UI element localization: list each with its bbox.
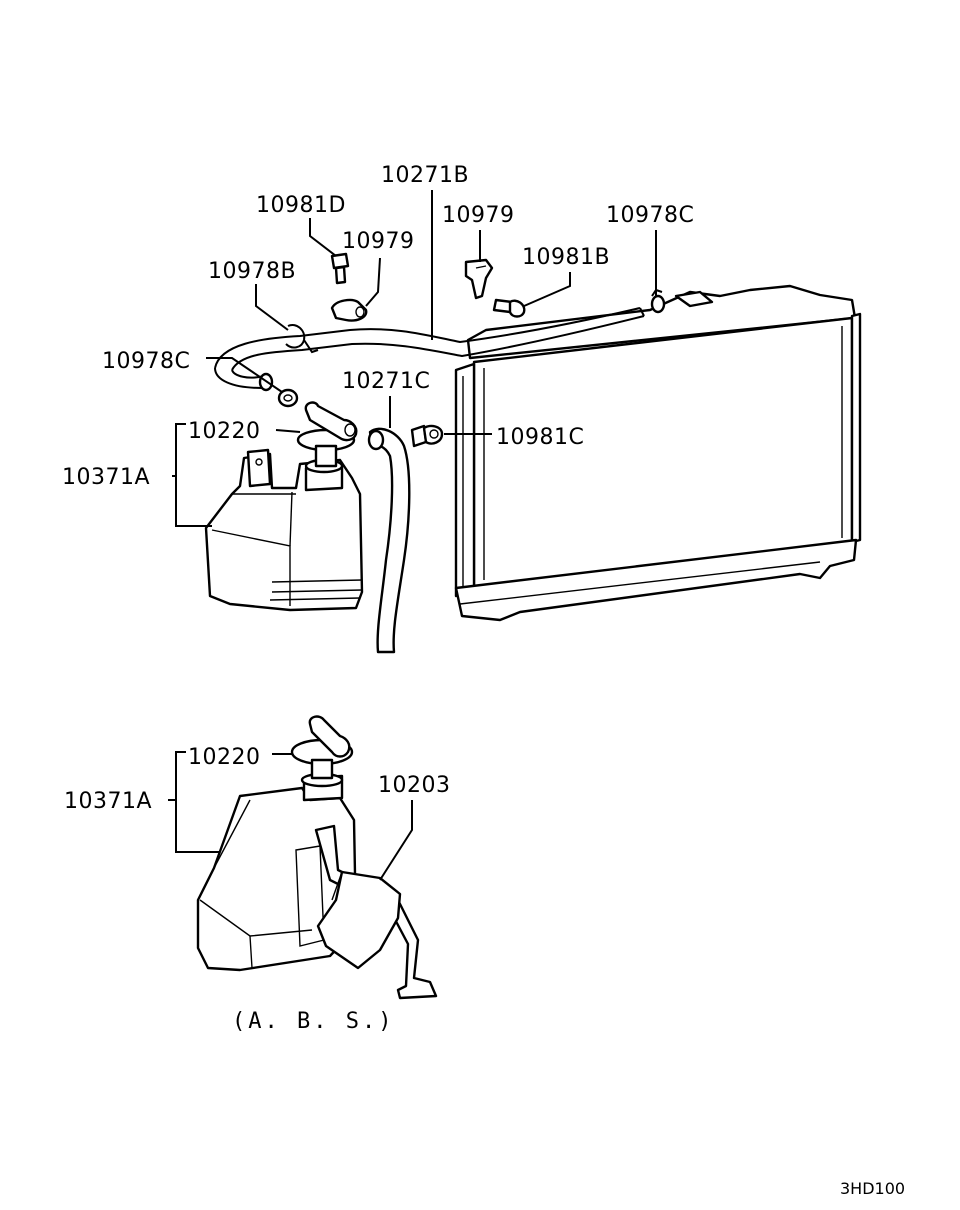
reservoir-cap-top	[296, 401, 358, 468]
overflow-hose-lower	[367, 427, 411, 654]
label-10978c-right: 10978C	[606, 203, 694, 228]
hose-clip-right	[464, 258, 494, 300]
label-10220-top: 10220	[188, 419, 261, 444]
label-10220-bottom: 10220	[188, 745, 261, 770]
bolt-b	[492, 298, 526, 318]
label-10978b: 10978B	[208, 259, 296, 284]
label-10981d: 10981D	[256, 193, 346, 218]
bolt-c	[410, 424, 444, 448]
label-10981b: 10981B	[522, 245, 610, 270]
part-labels: 10271B 10981D 10979 10979 10981B 10978C …	[62, 163, 694, 814]
label-10979-right: 10979	[442, 203, 515, 228]
label-10981c: 10981C	[496, 425, 584, 450]
label-10371a-top: 10371A	[62, 465, 150, 490]
label-10371a-bottom: 10371A	[64, 789, 152, 814]
hose-clamp-right	[650, 288, 666, 314]
hose-clamp-b	[285, 324, 319, 354]
label-10979-left: 10979	[342, 229, 415, 254]
hose-clamp-left	[277, 388, 299, 408]
label-10271b: 10271B	[381, 163, 469, 188]
reservoir-cap-bottom	[290, 715, 354, 780]
label-10978c-left: 10978C	[102, 349, 190, 374]
bracket	[314, 824, 438, 1000]
bolt-d	[330, 252, 350, 285]
variant-caption: (A. B. S.)	[232, 1009, 394, 1034]
label-10203: 10203	[378, 773, 451, 798]
label-10271c: 10271C	[342, 369, 430, 394]
hose-clip-left	[330, 298, 368, 322]
reservoir-tank-top	[204, 448, 364, 612]
radiator	[454, 284, 862, 622]
drawing-code: 3HD100	[840, 1179, 905, 1198]
leader-lines	[168, 190, 657, 881]
